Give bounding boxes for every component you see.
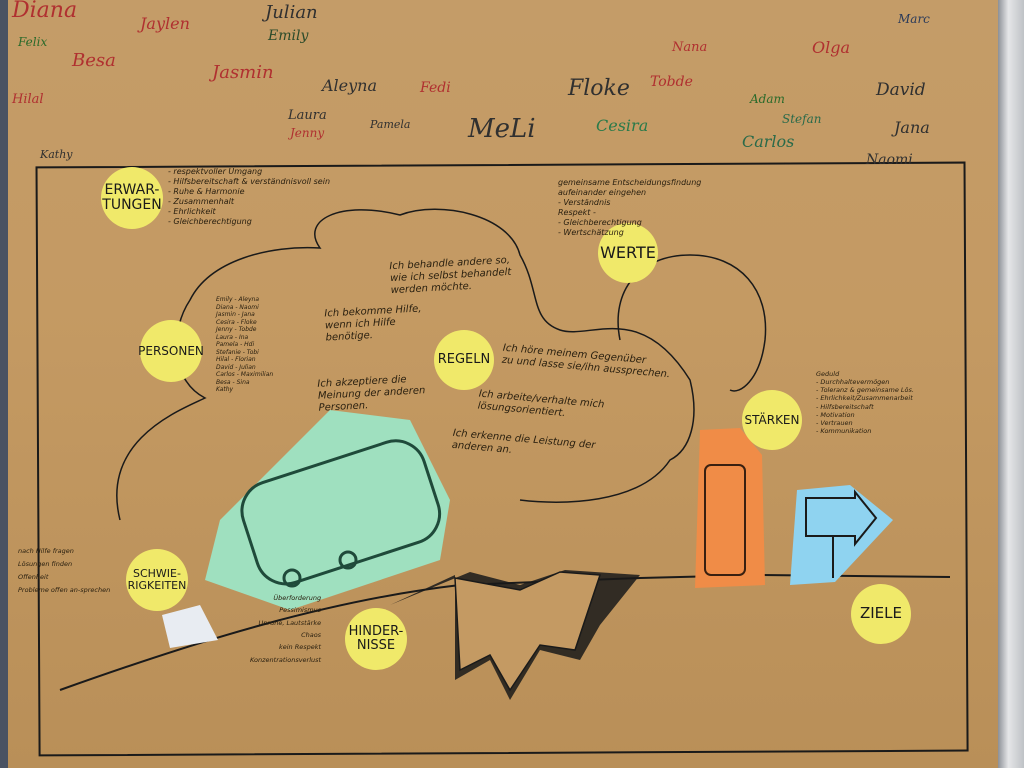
note-item: aufeinander eingehen (558, 188, 647, 197)
participant-name: Floke (568, 76, 630, 101)
bus-wheel (338, 550, 358, 570)
note-item: - Wertschätzung (558, 228, 624, 237)
label-erwartungen: ERWAR- TUNGEN (101, 167, 163, 229)
note-item: - Toleranz & gemeinsame Lös. (816, 386, 914, 395)
participant-name: Laura (288, 108, 327, 123)
participant-name: Cesira (596, 116, 649, 135)
note-item: - Kommunikation (816, 426, 872, 435)
participant-name: Jenny (290, 126, 325, 140)
note-item: gemeinsame Entscheidungsfindung (558, 178, 702, 187)
note-item: - Hilfsbereitschaft & verständnisvoll se… (168, 177, 331, 186)
note-item: - Gleichberechtigung (168, 217, 252, 226)
note-item: Unruhe, Lautstärke (258, 618, 322, 627)
label-ziele: ZIELE (851, 584, 911, 644)
road-line (59, 573, 951, 691)
note-item: Pessimismus (279, 606, 322, 615)
label-regeln: REGELN (434, 330, 494, 390)
erwartungen-notes: - respektvoller Umgang- Hilfsbereitschaf… (168, 167, 330, 227)
participant-name: Adam (750, 92, 785, 106)
participant-name: Carlos (742, 132, 795, 151)
note-item: Jasmin - Jana (216, 311, 255, 318)
note-item: - respektvoller Umgang (168, 167, 263, 176)
rule-1: Ich behandle andere so, wie ich selbst b… (389, 254, 512, 297)
label-hindernisse: HINDER- NISSE (345, 608, 407, 670)
note-item: Pamela - Hdi (216, 341, 255, 348)
crack (454, 571, 602, 692)
note-item: - Ruhe & Harmonie (168, 187, 245, 196)
gas-pump-paper (695, 428, 765, 588)
label-staerken: STÄRKEN (742, 390, 802, 450)
rule-2: Ich bekomme Hilfe, wenn ich Hilfe benöti… (324, 303, 422, 344)
note-item: Konzentrationsverlust (250, 655, 322, 664)
frame-border (35, 161, 969, 757)
note-item: Probleme offen an-sprechen (18, 586, 111, 594)
participant-name: Marc (898, 12, 930, 26)
note-item: David - Julian (216, 363, 256, 371)
note-item: Respekt - (558, 208, 596, 217)
note-item: Cesira - Floke (216, 318, 257, 326)
label-schwierigkeiten: SCHWIE- RIGKEITEN (126, 549, 188, 611)
participant-name: Pamela (370, 118, 411, 131)
note-item: Chaos (301, 631, 322, 640)
note-item: Emily - Aleyna (216, 296, 259, 303)
note-item: Kathy (216, 386, 234, 393)
note-item: Besa - Sina (216, 378, 250, 386)
participant-name: Diana (12, 0, 78, 23)
arrow-sign-icon (805, 489, 878, 547)
participant-name: Jaylen (140, 14, 190, 33)
participant-name: Jasmin (212, 62, 274, 83)
note-item: - Gleichberechtigung (558, 218, 642, 227)
participant-name: Hilal (12, 92, 44, 107)
note-item: nach Hilfe fragen (18, 547, 74, 555)
note-item: kein Respekt (278, 643, 322, 652)
note-item: - Durchhaltevermögen (816, 378, 890, 387)
cloud-bubble (617, 254, 767, 392)
wall-edge (998, 0, 1024, 768)
participant-name: MeLi (468, 114, 536, 144)
participant-name: Nana (672, 40, 708, 55)
rule-3: Ich akzeptiere die Meinung der anderen P… (317, 374, 426, 414)
note-item: Lösungen finden (18, 560, 73, 568)
note-item: Jenny - Tobde (216, 326, 257, 333)
label-werte: WERTE (598, 223, 658, 283)
staerken-notes: Geduld- Durchhaltevermögen- Toleranz & g… (816, 370, 914, 435)
label-personen: PERSONEN (138, 320, 204, 382)
participant-name: David (876, 80, 926, 100)
note-item: Stefanie - Tobi (216, 348, 259, 356)
note-item: - Hilfsbereitschaft (816, 402, 874, 411)
participant-name: Jana (894, 118, 930, 137)
note-item: Geduld (816, 370, 840, 378)
participant-name: Julian (265, 2, 318, 23)
note-item: Laura - Ina (216, 333, 249, 341)
bus-paper (205, 410, 450, 610)
participant-name: Felix (18, 35, 48, 49)
participant-name: Fedi (420, 80, 451, 96)
note-item: - Verständnis (558, 198, 611, 207)
note-item: - Ehrlichkeit (168, 207, 216, 216)
note-item: Hilal - Florian (216, 356, 256, 363)
participant-name: Kathy (40, 148, 73, 161)
figure-paper (162, 605, 218, 648)
note-item: - Motivation (816, 410, 855, 419)
participant-name: Stefan (782, 112, 822, 126)
participant-name: Naomi (866, 152, 913, 168)
note-item: Offenheit (18, 573, 49, 581)
participant-name: Olga (812, 38, 851, 57)
gas-pump-drawing (704, 464, 746, 576)
participant-name: Aleyna (322, 76, 378, 95)
note-item: Überforderung (273, 594, 322, 602)
note-item: Diana - Naomi (216, 303, 259, 311)
participant-name: Besa (72, 50, 116, 71)
note-item: Carlos - Maximilian (216, 371, 274, 378)
participant-name: Tobde (650, 74, 693, 90)
participant-name: Emily (268, 28, 309, 44)
note-item: - Zusammenhalt (168, 197, 234, 206)
note-item: - Vertrauen (816, 418, 853, 427)
bus-wheel (282, 568, 302, 588)
note-item: - Ehrlichkeit/Zusammenarbeit (816, 394, 913, 403)
